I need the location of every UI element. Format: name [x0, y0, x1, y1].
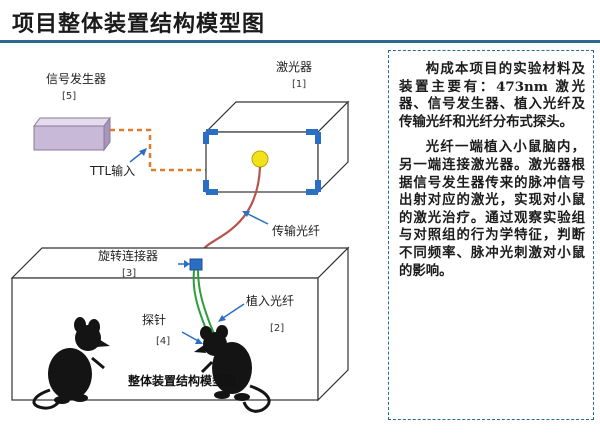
mouse-control [32, 317, 110, 410]
rotary-connector-label: 旋转连接器 [98, 249, 159, 263]
rotary-connector-block [189, 258, 203, 271]
fiber-label: 传输光纤 [272, 224, 321, 238]
signal-generator-ref: [5] [62, 91, 77, 102]
mouse-experimental [194, 325, 271, 413]
implanted-fiber-ref: [2] [270, 323, 285, 334]
description-paragraph-2: 光纤一端植入小鼠脑内，另一端连接激光器。激光器根据信号发生器传来的脉冲信号出射对… [399, 139, 585, 279]
description-paragraph-1: 构成本项目的实验材料及装置主要有：473nm 激光器、信号发生器、植入光纤及传输… [399, 61, 585, 130]
laser-ref: [1] [292, 79, 307, 90]
probe-label: 探针 [142, 313, 167, 327]
laser-label: 激光器 [276, 60, 313, 74]
signal-generator-label: 信号发生器 [46, 72, 107, 86]
rotary-connector-ref: [3] [122, 268, 137, 279]
implanted-fiber-label: 植入光纤 [246, 294, 295, 308]
ttl-input-label: TTL输入 [90, 164, 136, 178]
signal-generator-box [33, 116, 111, 152]
diagram-drawing [10, 100, 350, 413]
ttl-signal-line [110, 128, 206, 172]
page-title: 项目整体装置结构模型图 [12, 12, 266, 37]
title-divider [0, 40, 600, 43]
probe-ref: [4] [156, 336, 171, 347]
laser-box [203, 100, 350, 195]
description-box: 构成本项目的实验材料及装置主要有：473nm 激光器、信号发生器、植入光纤及传输… [388, 50, 594, 420]
diagram-caption: 整体装置结构模型图 [128, 374, 237, 388]
device-diagram: 信号发生器 [5] 激光器 [1] TTL输入 传输光纤 旋转连接器 [3] 探… [0, 46, 382, 437]
